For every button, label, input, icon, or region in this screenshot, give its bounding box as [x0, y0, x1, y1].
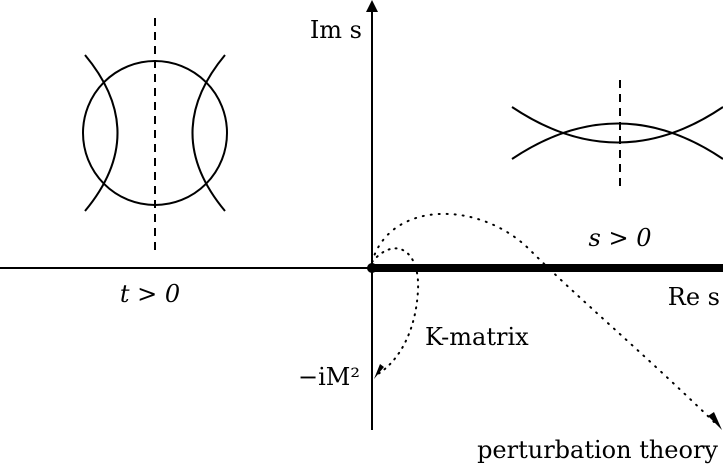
re-axis-label: Re s	[668, 283, 720, 311]
im-axis-label: Im s	[310, 16, 362, 44]
t-region-label: t > 0	[120, 280, 180, 308]
pole-label: −iM²	[298, 363, 360, 391]
t-channel-diagram	[82, 18, 228, 252]
s-channel-upper-arc	[511, 106, 723, 144]
perturbation-label: perturbation theory	[477, 436, 718, 464]
k-matrix-arrow	[374, 364, 384, 379]
s-region-label: s > 0	[589, 224, 652, 252]
origin-dot	[367, 263, 377, 273]
s-channel-diagram	[511, 80, 723, 188]
t-channel-right-arc	[191, 54, 226, 212]
k-matrix-label: K-matrix	[425, 323, 529, 351]
s-channel-lower-arc	[511, 122, 723, 160]
perturbation-path	[371, 213, 715, 423]
t-channel-left-arc	[84, 54, 119, 212]
imaginary-axis-arrow	[366, 0, 378, 12]
perturbation-arrow	[708, 412, 722, 430]
